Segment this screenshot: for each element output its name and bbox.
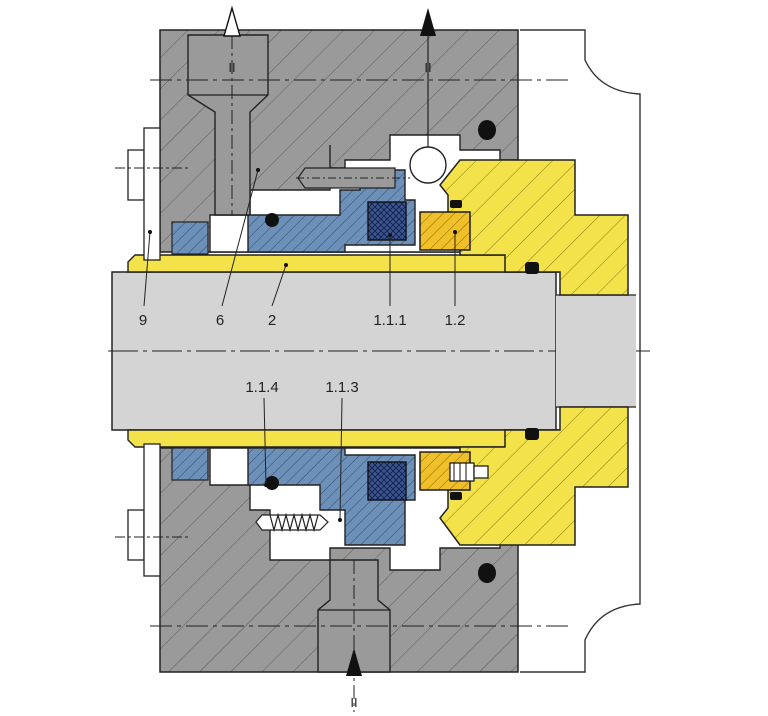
port-mark-top-left: II [228, 60, 235, 75]
leader-dots [148, 168, 457, 522]
label-seal-face: 1.1.1 [373, 312, 406, 329]
flow-arrow-up-icon [420, 8, 436, 36]
o-rings [265, 120, 539, 583]
label-seat: 1.2 [445, 312, 466, 329]
flow-arrow-up-icon [223, 5, 241, 37]
flow-arrow-up-icon [346, 648, 362, 676]
housing-screw-bottom [115, 443, 190, 577]
carbon-face [367, 201, 407, 501]
drive-pin [296, 167, 410, 189]
port-mark-top-right: II [424, 60, 431, 75]
label-spring: 1.1.3 [325, 379, 358, 396]
label-flush-port: 6 [216, 312, 224, 329]
label-shaft-sleeve: 2 [268, 312, 276, 329]
pump-casing-outline [520, 29, 641, 673]
port-mark-bottom: II [350, 695, 357, 710]
seat-ring [419, 211, 489, 491]
shaft-sleeve [127, 254, 561, 448]
label-o-ring: 1.1.4 [245, 379, 278, 396]
spring [255, 512, 329, 533]
leader-lines [143, 169, 456, 521]
vent-port-top [409, 8, 447, 184]
label-housing-screw: 9 [139, 312, 147, 329]
housing-screw-top [115, 127, 190, 261]
flush-port-bottom [317, 559, 391, 712]
clamp-collar [171, 221, 209, 481]
center-lines [150, 79, 570, 627]
